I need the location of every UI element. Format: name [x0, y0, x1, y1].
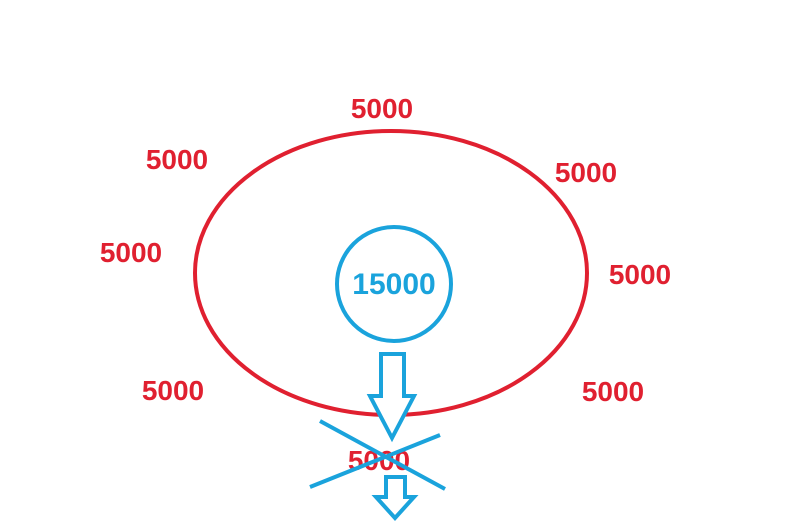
value-left: 5000	[100, 237, 162, 268]
value-right: 5000	[609, 259, 671, 290]
value-top-left: 5000	[146, 144, 208, 175]
center-circle	[335, 225, 453, 343]
value-bottom-right: 5000	[582, 376, 644, 407]
value-bottom-left: 5000	[142, 375, 204, 406]
center-value: 15000	[352, 268, 435, 301]
value-top: 5000	[351, 93, 413, 124]
down-arrow-icon	[366, 352, 418, 443]
down-arrow-icon	[371, 475, 419, 521]
value-top-right: 5000	[555, 157, 617, 188]
cross-out-icon	[309, 419, 446, 491]
